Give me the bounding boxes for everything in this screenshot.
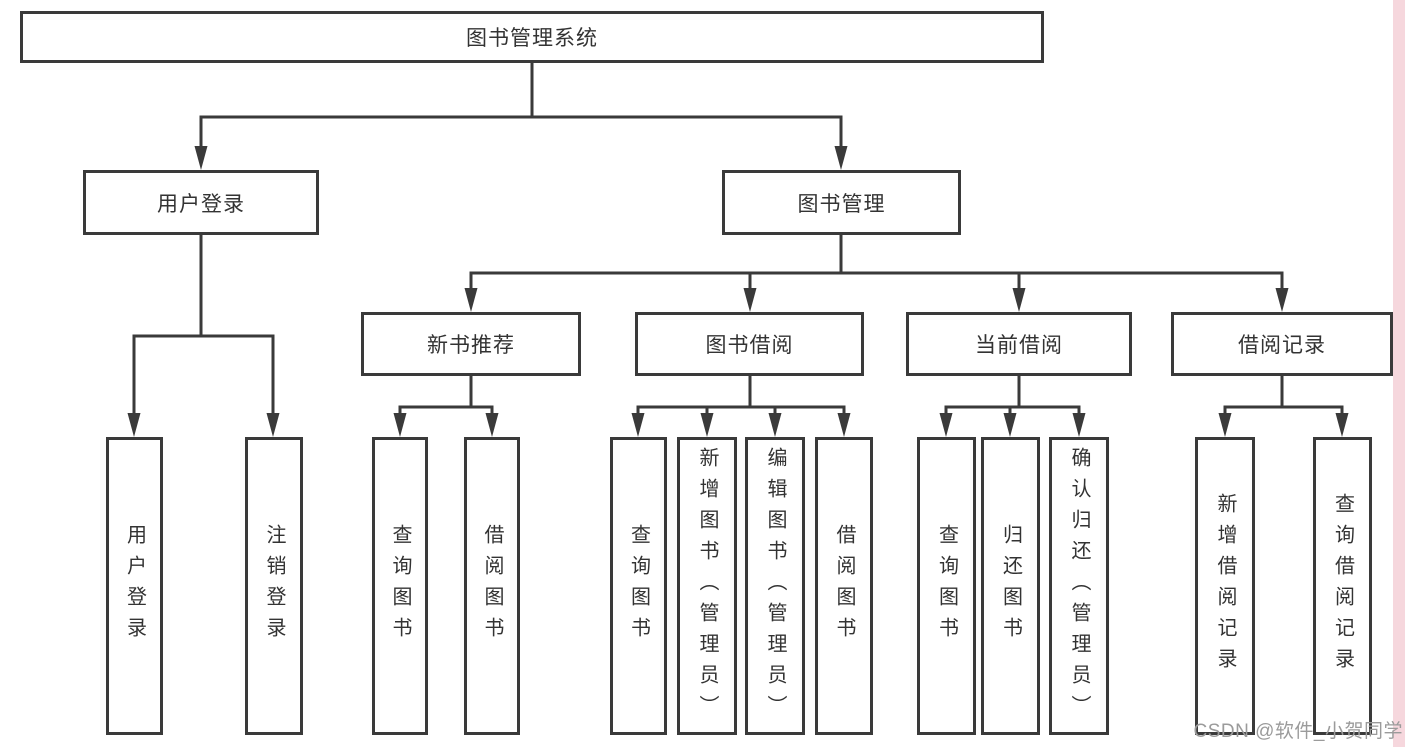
node-current-borrowing: 当前借阅	[906, 312, 1132, 376]
node-label: 图书借阅	[705, 334, 794, 357]
arrowheads	[127, 146, 1349, 437]
node-label: 借阅记录	[1238, 334, 1326, 357]
leaf-edit-book-admin: 编辑图书（管理员）	[745, 437, 805, 735]
leaf-return-book: 归还图书	[981, 437, 1040, 735]
leaf-label: 归还图书	[999, 524, 1022, 648]
leaf-logout: 注销登录	[245, 437, 303, 735]
node-label: 当前借阅	[975, 334, 1063, 357]
leaf-label: 借阅图书	[833, 524, 855, 648]
leaf-label: 查询借阅记录	[1331, 493, 1354, 679]
node-label: 图书管理系统	[466, 27, 598, 50]
leaf-label: 用户登录	[123, 524, 146, 648]
leaf-label: 查询图书	[627, 524, 650, 648]
leaf-borrow-books-1: 借阅图书	[464, 437, 520, 735]
node-book-management: 图书管理	[722, 170, 961, 235]
leaf-label: 注销登录	[263, 524, 285, 648]
leaf-label: 查询图书	[389, 524, 411, 648]
leaf-query-books-1: 查询图书	[372, 437, 428, 735]
node-user-login: 用户登录	[83, 170, 319, 235]
leaf-user-login: 用户登录	[106, 437, 163, 735]
node-library-management-system: 图书管理系统	[20, 11, 1044, 63]
leaf-label: 借阅图书	[481, 524, 503, 648]
leaf-query-borrow-record: 查询借阅记录	[1313, 437, 1372, 735]
leaf-label: 查询图书	[935, 524, 958, 648]
node-book-borrowing: 图书借阅	[635, 312, 864, 376]
leaf-label: 确认归还（管理员）	[1068, 446, 1090, 726]
node-label: 图书管理	[797, 192, 886, 216]
leaf-confirm-return-admin: 确认归还（管理员）	[1049, 437, 1109, 735]
node-label: 新书推荐	[427, 334, 515, 357]
leaf-query-books-3: 查询图书	[917, 437, 976, 735]
leaf-label: 新增图书（管理员）	[696, 446, 718, 726]
pink-edge-strip	[1393, 0, 1405, 747]
node-label: 用户登录	[157, 192, 245, 216]
leaf-label: 编辑图书（管理员）	[764, 446, 786, 726]
csdn-watermark: CSDN @软件_小贺同学	[1193, 721, 1403, 742]
node-borrowing-records: 借阅记录	[1171, 312, 1393, 376]
leaf-borrow-books-2: 借阅图书	[815, 437, 873, 735]
leaf-add-book-admin: 新增图书（管理员）	[677, 437, 737, 735]
node-new-book-recommendation: 新书推荐	[361, 312, 581, 376]
leaf-query-books-2: 查询图书	[610, 437, 667, 735]
leaf-add-borrow-record: 新增借阅记录	[1195, 437, 1255, 735]
leaf-label: 新增借阅记录	[1214, 493, 1236, 679]
